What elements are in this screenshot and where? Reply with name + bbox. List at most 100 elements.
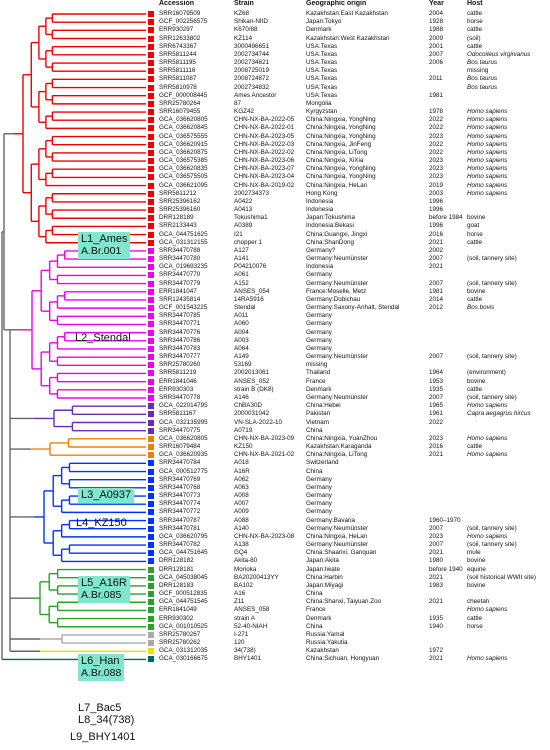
accession-cell: GCF_002256575: [159, 18, 208, 26]
accession-cell: SRR34470769: [159, 475, 201, 483]
lineage-color-swatch: [148, 223, 154, 230]
accession-cell: SRR34470779: [159, 279, 201, 287]
accession-cell: SRR12633802: [159, 34, 201, 42]
year-cell: 1983: [429, 581, 444, 589]
accession-cell: GCA_036620805: [159, 116, 208, 124]
geographic-origin-cell: Denmark: [306, 26, 332, 34]
lineage-color-swatch: [148, 476, 154, 483]
lineage-color-swatch: [148, 117, 154, 124]
strain-cell: 2002013061: [234, 369, 270, 377]
strain-cell: 53169: [234, 361, 252, 369]
geographic-origin-cell: missing: [306, 361, 328, 369]
lineage-color-swatch: [148, 591, 154, 598]
lineage-color-swatch: [148, 460, 154, 467]
strain-cell: KGZ42: [234, 108, 254, 116]
lineage-color-swatch: [148, 386, 154, 393]
strain-cell: A16R: [234, 467, 250, 475]
lineage-subgroup: A.Br.001: [81, 245, 122, 257]
year-cell: 2007: [429, 255, 444, 263]
year-cell: 1953: [429, 377, 444, 385]
strain-cell: Z11: [234, 598, 245, 606]
geographic-origin-cell: Japan:Tokushima: [306, 214, 356, 222]
strain-cell: ANSES_058: [234, 606, 270, 614]
strain-cell: P04210076: [234, 263, 267, 271]
geographic-origin-cell: Kazakhstan:West Kazakhstan: [306, 34, 390, 42]
year-cell: 2023: [429, 165, 444, 173]
geographic-origin-cell: Kazakhstan: [306, 647, 339, 655]
accession-cell: SRR34470785: [159, 312, 201, 320]
host-cell: Homo sapiens: [467, 157, 508, 165]
strain-cell: 120: [234, 639, 245, 647]
lineage-name: L9_BHY1401: [70, 731, 136, 743]
accession-cell: GCA_036620875: [159, 148, 208, 156]
year-cell: 1981: [429, 91, 444, 99]
geographic-origin-cell: China:Harbin: [306, 573, 343, 581]
strain-cell: Tokushima1: [234, 214, 268, 222]
geographic-origin-cell: China:Guangxi, Jingxi: [306, 230, 368, 238]
year-cell: 1964: [429, 369, 444, 377]
accession-cell: GCA_036620935: [159, 451, 208, 459]
lineage-label-l9: L9_BHY1401: [70, 731, 135, 743]
lineage-color-swatch: [148, 623, 154, 630]
geographic-origin-cell: China: [306, 590, 323, 598]
geographic-origin-cell: Germany: [306, 483, 332, 491]
year-cell: 2022: [429, 418, 444, 426]
lineage-label-l7: L7_Bac5: [78, 702, 121, 714]
lineage-color-swatch: [148, 419, 154, 426]
accession-cell: GCF_000008445: [159, 91, 208, 99]
strain-cell: BA102: [234, 581, 253, 589]
strain-cell: A003: [234, 336, 249, 344]
year-cell: 2021: [429, 451, 444, 459]
year-cell: 2021: [429, 263, 444, 271]
lineage-color-swatch: [148, 174, 154, 181]
accession-cell: GCA_036620835: [159, 165, 208, 173]
strain-cell: A011: [234, 312, 249, 320]
accession-cell: GCA_036620805: [159, 434, 208, 442]
accession-cell: GCA_032135995: [159, 418, 208, 426]
strain-cell: CHN-NX-BA-2022-01: [234, 124, 295, 132]
lineage-color-swatch: [148, 280, 154, 287]
host-cell: cattle: [467, 614, 483, 622]
geographic-origin-cell: Germany:Neumünster: [306, 353, 368, 361]
geographic-origin-cell: France:Moselle, Metz: [306, 287, 367, 295]
lineage-color-swatch: [148, 215, 154, 222]
strain-cell: CHN-NX-BA-2019-02: [234, 181, 295, 189]
lineage-color-swatch: [148, 329, 154, 336]
host-cell: horse: [467, 622, 483, 630]
year-cell: 2023: [429, 532, 444, 540]
accession-cell: ERR1841046: [159, 377, 197, 385]
geographic-origin-cell: Hong Kong: [306, 189, 338, 197]
accession-cell: SRR6743367: [159, 42, 197, 50]
geographic-origin-cell: Germany: [306, 328, 332, 336]
lineage-color-swatch: [148, 444, 154, 450]
accession-cell: GCA_036620795: [159, 532, 208, 540]
year-cell: 2023: [429, 434, 444, 442]
host-cell: cattle: [467, 443, 483, 450]
accession-cell: SRR5811087: [159, 75, 197, 83]
strain-cell: Shikan-NIID: [234, 18, 268, 26]
strain-cell: I-271: [234, 630, 249, 638]
strain-cell: A0389: [234, 222, 253, 230]
strain-cell: 2002734621: [234, 59, 270, 67]
strain-cell: A152: [234, 279, 249, 287]
host-cell: (soil, tannery site): [467, 524, 517, 532]
geographic-origin-cell: USA:Texas: [306, 91, 338, 99]
lineage-color-swatch: [148, 558, 154, 565]
geographic-origin-cell: China:Ningxia, HeLan: [306, 532, 368, 540]
accession-cell: SRR34470782: [159, 541, 201, 549]
